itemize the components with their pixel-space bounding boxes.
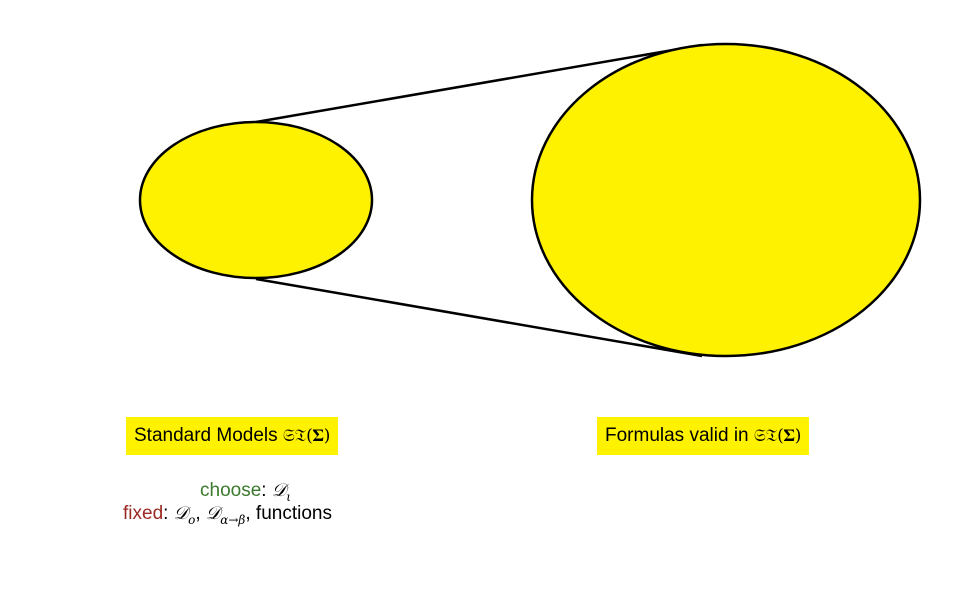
fixed-domain-o-subscript: o: [188, 513, 196, 527]
fixed-domain-fn-subscript: α→β: [220, 513, 246, 527]
fixed-colon: :: [163, 503, 169, 524]
choose-domain-subscript: ι: [286, 490, 291, 504]
fixed-domain-fn: 𝒟: [205, 503, 221, 524]
standard-models-ellipse: [138, 120, 374, 280]
choose-note: choose: 𝒟ι: [200, 480, 291, 508]
fixed-note: fixed: 𝒟o, 𝒟α→β, functions: [123, 503, 332, 527]
valid-formulas-math: 𝔖𝔗(𝚺): [753, 426, 802, 446]
choose-keyword: choose: [200, 480, 262, 501]
upper-connector-line: [255, 43, 703, 124]
fixed-domain-o: 𝒟: [173, 503, 189, 524]
standard-models-label: Standard Models 𝔖𝔗(𝚺): [126, 417, 339, 455]
lower-connector-line: [255, 277, 703, 358]
fixed-keyword: fixed: [123, 503, 164, 524]
standard-models-text: Standard Models: [134, 425, 283, 446]
choose-domain: 𝒟: [271, 480, 287, 501]
valid-formulas-label: Formulas valid in 𝔖𝔗(𝚺): [597, 417, 810, 455]
valid-formulas-ellipse: [530, 42, 922, 358]
valid-formulas-text: Formulas valid in: [605, 425, 754, 446]
choose-colon: :: [261, 480, 267, 501]
fixed-functions-text: functions: [255, 503, 332, 524]
standard-models-math: 𝔖𝔗(𝚺): [282, 426, 331, 446]
